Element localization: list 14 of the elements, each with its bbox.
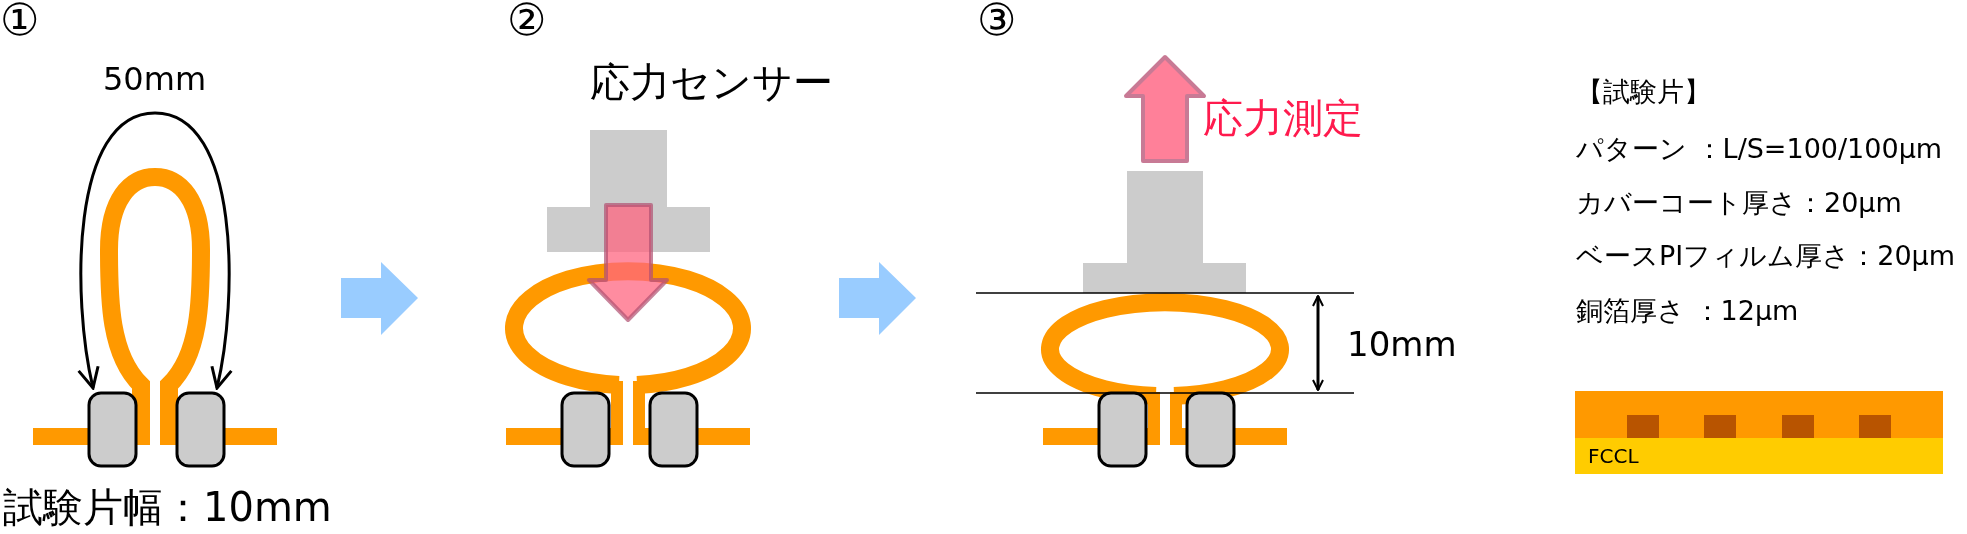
spec-text: ベースPIフィルム厚さ：20μm — [1576, 241, 1956, 271]
spec-text: パターン ：L/S=100/100μm — [1576, 134, 1943, 164]
spec-text: 銅箔厚さ ：12μm — [1576, 296, 1799, 326]
heading: 【試験片】 — [1576, 77, 1711, 107]
measurement-label: 応力測定 — [1203, 96, 1363, 140]
step-number: ③ — [977, 0, 1017, 45]
dimension-label: 50mm — [103, 62, 207, 98]
spec-text: カバーコート厚さ：20μm — [1576, 188, 1902, 218]
step-number: ② — [507, 0, 547, 45]
layer-label: FCCL — [1588, 445, 1639, 467]
width-label: 試験片幅：10mm — [3, 485, 332, 529]
dimension-label: 10mm — [1347, 326, 1457, 364]
step-number: ① — [0, 0, 40, 45]
sensor-label: 応力センサー — [590, 60, 833, 104]
